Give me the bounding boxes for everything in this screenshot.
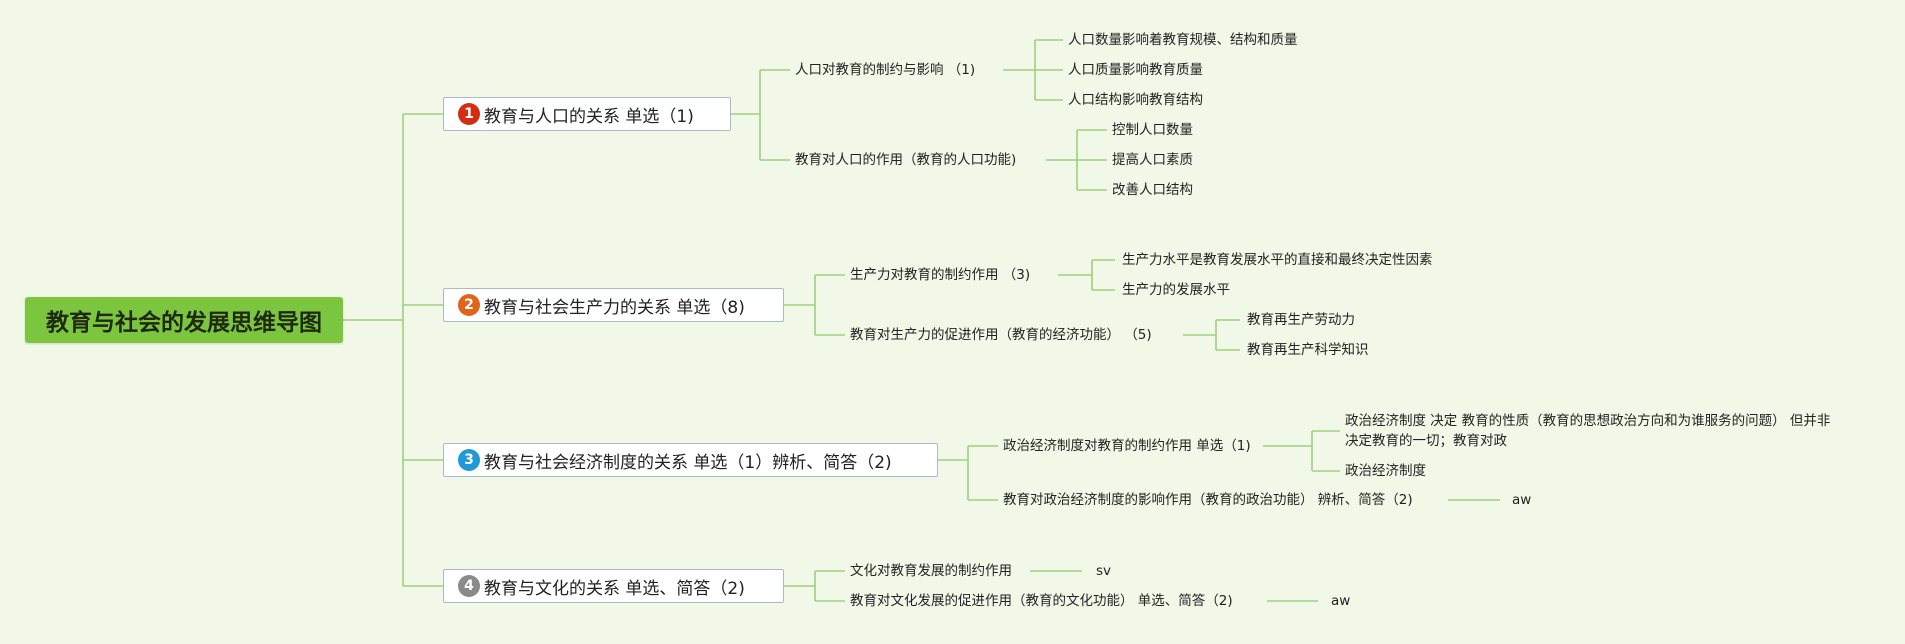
leaf-node[interactable]: 生产力的发展水平	[1122, 282, 1230, 298]
subtopic-culture-constraint[interactable]: 文化对教育发展的制约作用	[850, 563, 1012, 579]
root-topic[interactable]: 教育与社会的发展思维导图	[25, 297, 343, 343]
main-topic-culture[interactable]: 4 教育与文化的关系 单选、简答（2)	[443, 569, 784, 603]
leaf-node[interactable]: aw	[1331, 593, 1351, 609]
leaf-node[interactable]: 生产力水平是教育发展水平的直接和最终决定性因素	[1122, 252, 1433, 268]
leaf-node[interactable]: 人口结构影响教育结构	[1068, 92, 1203, 108]
subtopic-productivity-function[interactable]: 教育对生产力的促进作用（教育的经济功能） （5)	[850, 327, 1152, 343]
main-topic-label: 教育与人口的关系 单选（1)	[484, 106, 694, 127]
leaf-node[interactable]: 教育再生产科学知识	[1247, 342, 1369, 358]
subtopic-culture-function[interactable]: 教育对文化发展的促进作用（教育的文化功能） 单选、简答（2)	[850, 593, 1233, 609]
main-topic-economic-system[interactable]: 3 教育与社会经济制度的关系 单选（1）辨析、简答（2)	[443, 443, 938, 477]
leaf-node[interactable]: 人口质量影响教育质量	[1068, 62, 1203, 78]
subtopic-economic-constraint[interactable]: 政治经济制度对教育的制约作用 单选（1)	[1003, 438, 1251, 454]
leaf-node[interactable]: 教育再生产劳动力	[1247, 312, 1355, 328]
leaf-node[interactable]: 控制人口数量	[1112, 122, 1193, 138]
number-badge-4: 4	[458, 575, 480, 597]
leaf-node[interactable]: aw	[1512, 492, 1532, 508]
leaf-node[interactable]: 提高人口素质	[1112, 152, 1193, 168]
main-topic-population[interactable]: 1 教育与人口的关系 单选（1)	[443, 97, 731, 131]
number-badge-1: 1	[458, 103, 480, 125]
leaf-node[interactable]: sv	[1096, 563, 1112, 579]
subtopic-economic-function[interactable]: 教育对政治经济制度的影响作用（教育的政治功能） 辨析、简答（2)	[1003, 492, 1413, 508]
main-topic-label: 教育与社会生产力的关系 单选（8)	[484, 297, 745, 318]
leaf-node[interactable]: 人口数量影响着教育规模、结构和质量	[1068, 32, 1298, 48]
number-badge-3: 3	[458, 449, 480, 471]
leaf-node[interactable]: 改善人口结构	[1112, 182, 1193, 198]
number-badge-2: 2	[458, 294, 480, 316]
main-topic-label: 教育与文化的关系 单选、简答（2)	[484, 578, 745, 599]
leaf-node[interactable]: 政治经济制度	[1345, 463, 1426, 479]
leaf-node[interactable]: 政治经济制度 决定 教育的性质（教育的思想政治方向和为谁服务的问题） 但并非决定…	[1345, 413, 1831, 449]
subtopic-population-constraint[interactable]: 人口对教育的制约与影响 （1)	[795, 62, 976, 78]
main-topic-productivity[interactable]: 2 教育与社会生产力的关系 单选（8)	[443, 288, 784, 322]
subtopic-productivity-constraint[interactable]: 生产力对教育的制约作用 （3)	[850, 267, 1031, 283]
main-topic-label: 教育与社会经济制度的关系 单选（1）辨析、简答（2)	[484, 452, 892, 473]
subtopic-population-function[interactable]: 教育对人口的作用（教育的人口功能)	[795, 152, 1017, 168]
